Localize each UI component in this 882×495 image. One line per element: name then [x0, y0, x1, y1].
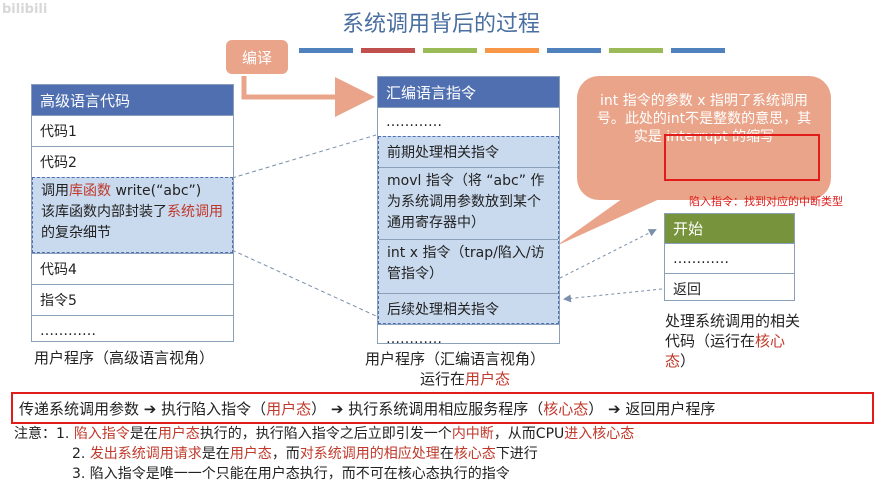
- right-caption-text: 处理系统调用的相关代码（运行在: [665, 312, 801, 350]
- flow-highlight: 用户态: [266, 399, 312, 418]
- table-header: 开始: [665, 214, 794, 243]
- accent-bar: [299, 48, 353, 53]
- flow-text: 传递系统调用参数 ➔ 执行陷入指令（: [19, 399, 267, 418]
- right-caption: 处理系统调用的相关代码（运行在核心态）: [665, 311, 805, 371]
- syscall-block: 前期处理相关指令 movl 指令（将 “abc” 作为系统调用参数放到某个通用寄…: [378, 136, 559, 324]
- bubble-tail: [556, 186, 675, 246]
- bubble-text: int 指令的参数 x 指明了系统调用号。此处的int不是整数的意思，其实是 i…: [596, 93, 812, 145]
- flow-text: ） ➔ 执行系统调用相应服务程序（: [311, 399, 544, 418]
- slide-title: 系统调用背后的过程: [341, 12, 540, 37]
- accent-bar: [361, 48, 415, 53]
- note-text: ，而: [271, 446, 300, 462]
- post-processing-row: 后续处理相关指令: [379, 293, 558, 323]
- note-highlight: 进入核心态: [564, 426, 635, 442]
- note-highlight: 对系统调用的相应处理: [299, 446, 440, 462]
- connector-bottom: [231, 249, 377, 317]
- connector-top: [231, 134, 377, 179]
- note-highlight: 核心态: [453, 446, 496, 462]
- table-row: 指令5: [32, 284, 233, 315]
- accent-bars: [299, 48, 725, 53]
- note-text: 在: [439, 446, 454, 462]
- kernel-handler-table: 开始 ………… 返回: [664, 213, 795, 301]
- high-level-code-table: 高级语言代码 代码1 代码2 调用库函数 write(“abc”) 该库函数内部…: [31, 84, 234, 342]
- note-text: 1.: [56, 426, 74, 442]
- mid-caption-text: 运行在: [420, 370, 466, 388]
- note-highlight: 发出系统调用请求: [89, 446, 202, 462]
- return-row: 返回: [665, 273, 794, 303]
- lib-text: 该库函数内部封装了: [41, 204, 167, 220]
- note-highlight: 内中断: [451, 426, 494, 442]
- accent-bar: [423, 48, 477, 53]
- user-mode-highlight: 用户态: [465, 370, 511, 388]
- table-row: …………: [378, 324, 559, 353]
- note-text: 下进行: [495, 446, 538, 462]
- right-caption-text: ）: [680, 352, 696, 370]
- interrupt-highlight-box: [664, 134, 820, 181]
- lib-highlight: 库函数: [69, 183, 111, 199]
- note-text: 2.: [72, 446, 90, 462]
- note-highlight: 用户态: [229, 446, 272, 462]
- table-row: 代码2: [32, 146, 233, 177]
- lib-text: 的复杂细节: [41, 225, 111, 241]
- lib-text: 调用: [41, 183, 69, 199]
- table-header: 汇编语言指令: [378, 77, 559, 107]
- table-row: …………: [665, 243, 794, 273]
- flow-text: ） ➔ 返回用户程序: [588, 399, 716, 418]
- pre-processing-row: 前期处理相关指令: [387, 145, 499, 161]
- accent-bar: [485, 48, 539, 53]
- library-call-row: 调用库函数 write(“abc”) 该库函数内部封装了系统调用的复杂细节: [32, 177, 233, 253]
- note-highlight: 用户态: [157, 426, 200, 442]
- int-x-row: int x 指令（trap/陷入/访管指令）: [379, 239, 558, 293]
- compile-badge: 编译: [226, 40, 288, 74]
- mid-caption: 用户程序（汇编语言视角）: [365, 350, 546, 368]
- note-lead: 注意：: [14, 426, 56, 442]
- notes: 注意：1. 陷入指令是在用户态执行的，执行陷入指令之后立即引发一个内中断，从而C…: [14, 424, 874, 484]
- left-caption: 用户程序（高级语言视角）: [34, 349, 215, 367]
- note-3: 3. 陷入指令是唯一一个只能在用户态执行，而不可在核心态执行的指令: [72, 466, 510, 482]
- table-header: 高级语言代码: [32, 85, 233, 115]
- note-text: 是在: [201, 446, 230, 462]
- flow-highlight: 核心态: [543, 399, 589, 418]
- compile-arrow-path: [241, 76, 375, 117]
- accent-bar: [671, 48, 725, 53]
- return-arrow: [563, 288, 663, 303]
- flow-summary-box: 传递系统调用参数 ➔ 执行陷入指令（用户态） ➔ 执行系统调用相应服务程序（核心…: [11, 392, 874, 424]
- lib-text: write(“abc”): [111, 183, 202, 199]
- note-2: 2. 发出系统调用请求是在用户态，而对系统调用的相应处理在核心态下进行: [14, 444, 874, 464]
- table-row: …………: [378, 107, 559, 136]
- table-row: …………: [32, 315, 233, 346]
- note-text: 执行的，执行陷入指令之后立即引发一个: [199, 426, 452, 442]
- assembly-table: 汇编语言指令 ………… 前期处理相关指令 movl 指令（将 “abc” 作为系…: [377, 76, 560, 347]
- watermark: bilibili: [2, 2, 48, 17]
- accent-bar: [609, 48, 663, 53]
- accent-bar: [547, 48, 601, 53]
- note-1: 注意：1. 陷入指令是在用户态执行的，执行陷入指令之后立即引发一个内中断，从而C…: [14, 424, 874, 444]
- table-row: 代码1: [32, 115, 233, 146]
- kernel-mode-highlight: 核心态: [665, 332, 786, 370]
- note-text: 是在: [129, 426, 158, 442]
- trap-note: 陷入指令：找到对应的中断类型: [689, 195, 843, 208]
- table-row: 代码4: [32, 253, 233, 284]
- note-highlight: 陷入指令: [73, 426, 130, 442]
- lib-highlight: 系统调用: [167, 204, 223, 220]
- movl-row: movl 指令（将 “abc” 作为系统调用参数放到某个通用寄存器中）: [379, 167, 558, 239]
- note-text: ，从而CPU: [493, 426, 565, 442]
- mid-caption-2: 运行在用户态: [420, 368, 510, 389]
